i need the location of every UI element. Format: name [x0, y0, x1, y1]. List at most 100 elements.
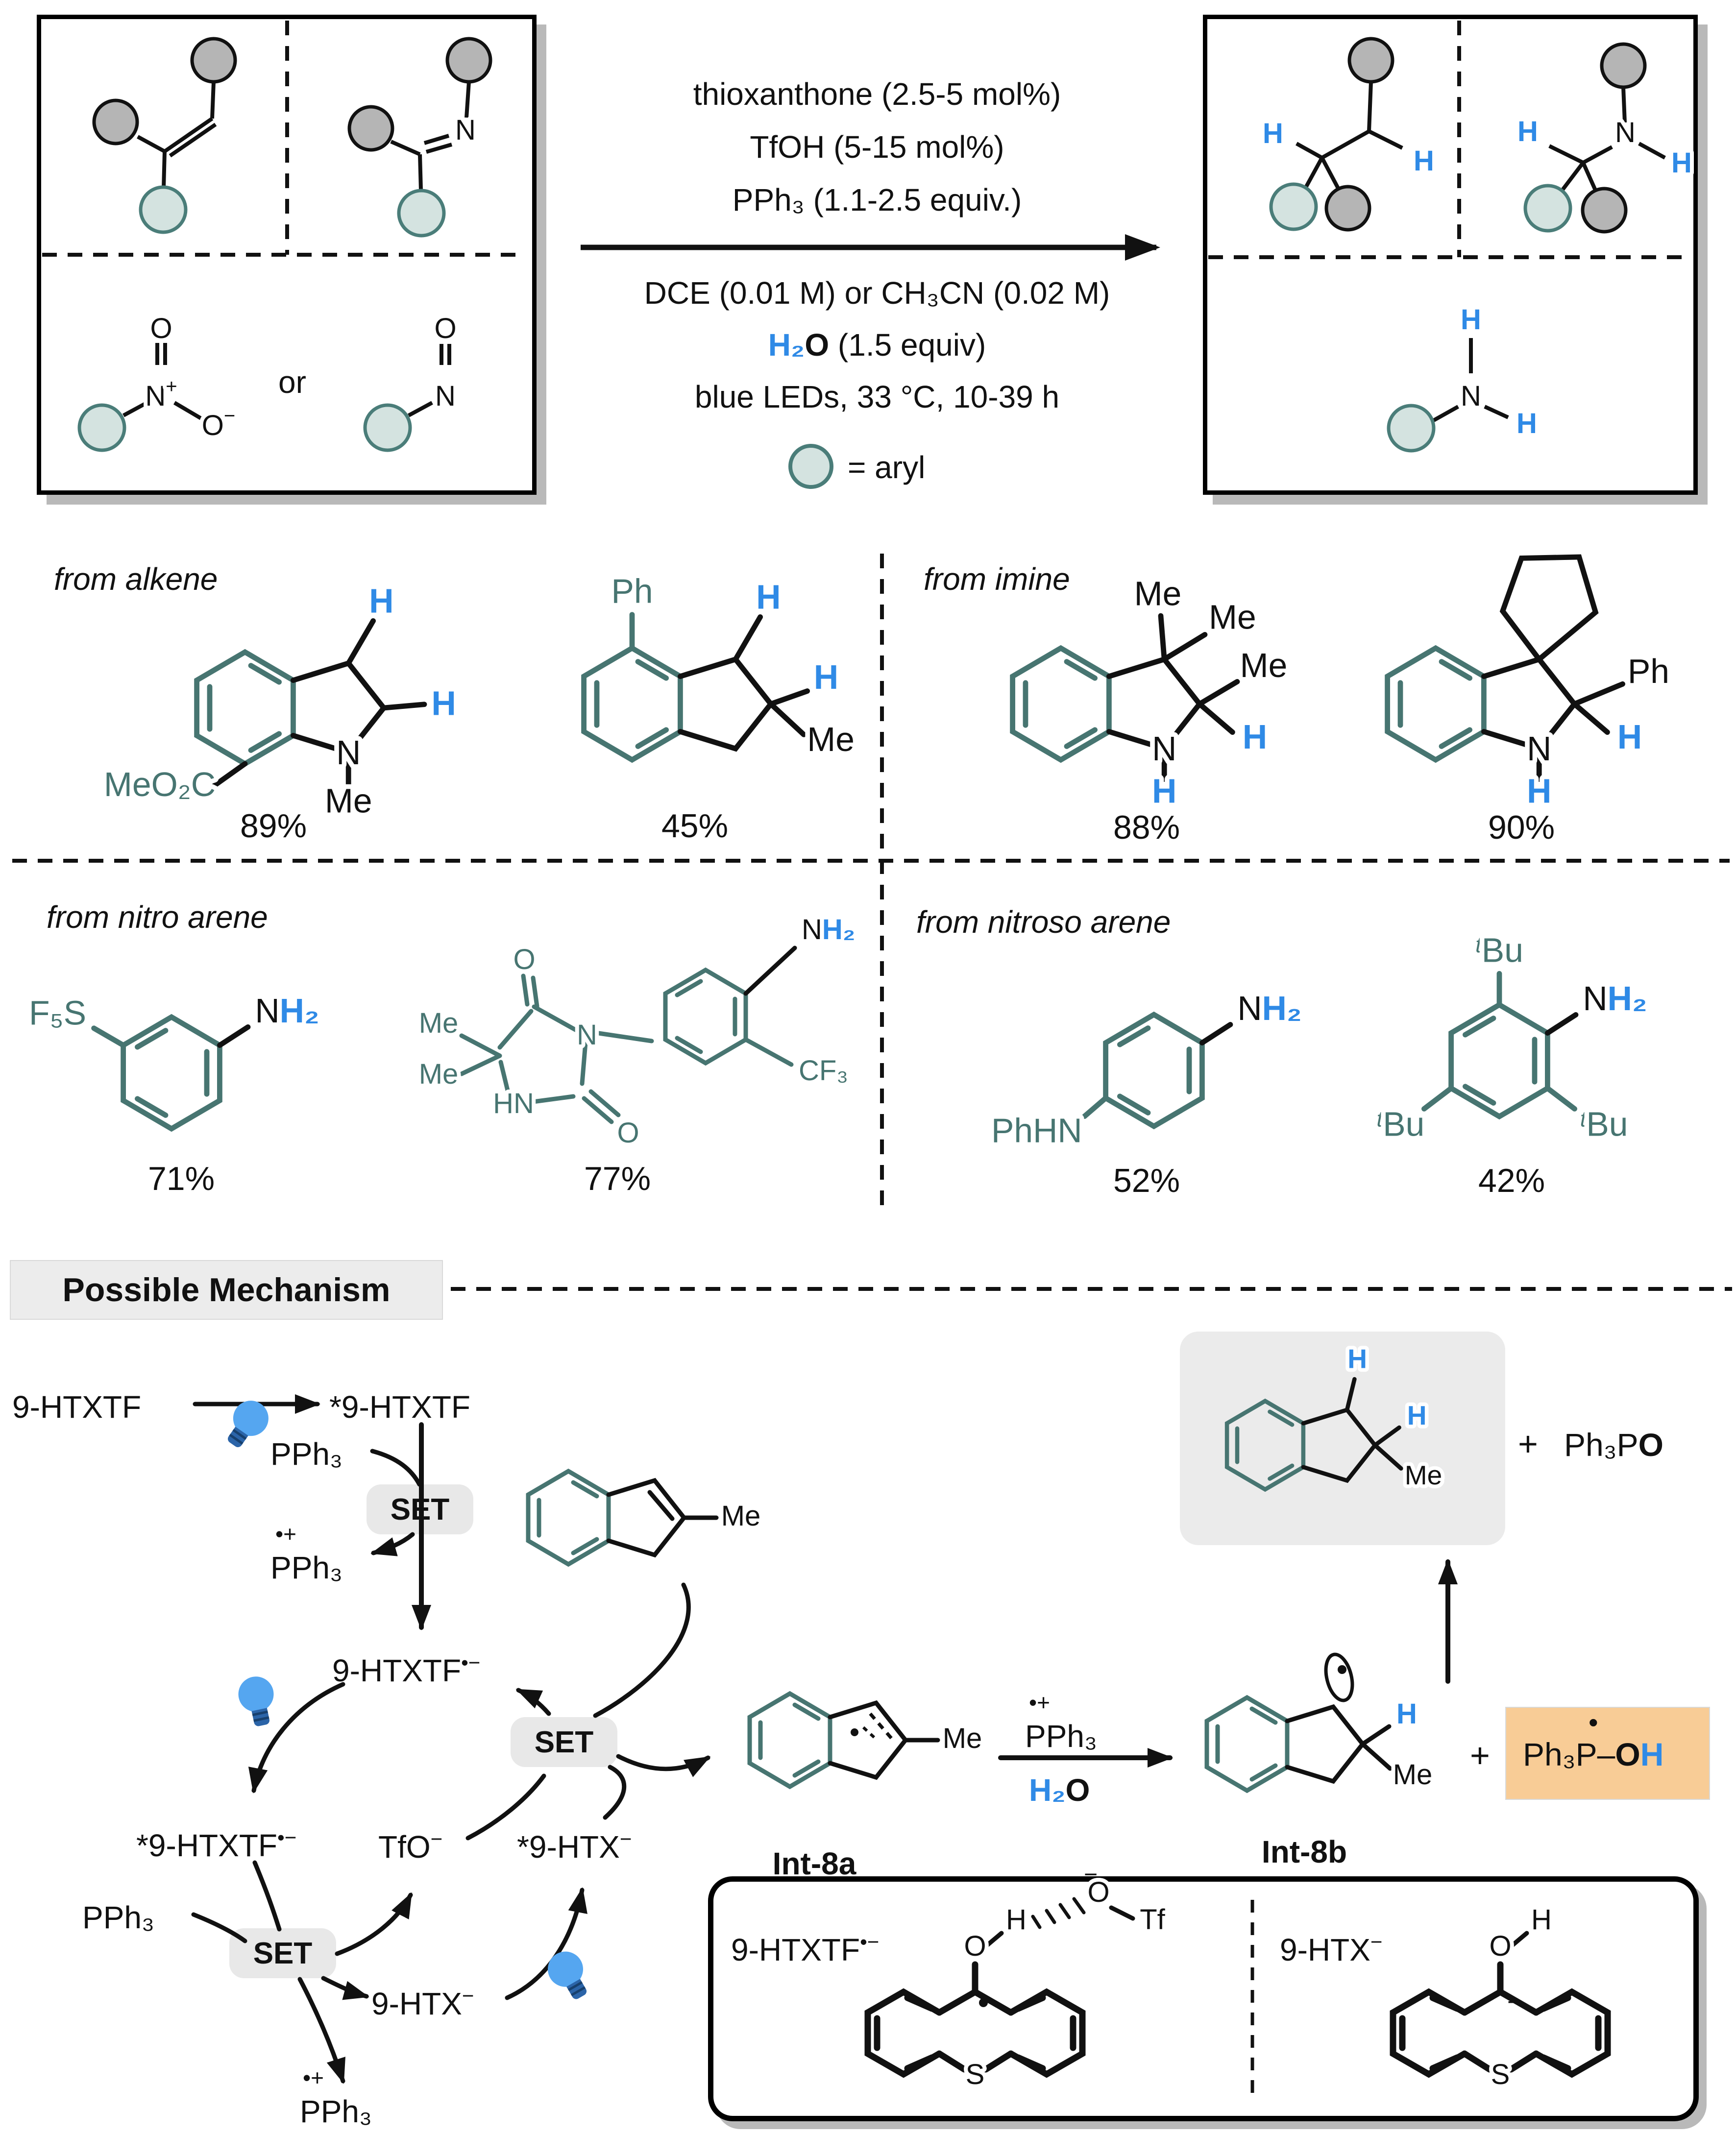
label-9htxtf-excited-radical-anion: *9-HTXTF•−	[136, 1826, 297, 1863]
svg-text:H: H	[1517, 116, 1538, 147]
arrow-set2-to-tfo	[335, 1892, 413, 1956]
svg-text:PhHN: PhHN	[991, 1111, 1082, 1149]
label-tfo-anion: TfO−	[378, 1827, 443, 1865]
arrow-set3-to-radical-anion	[515, 1688, 551, 1716]
svg-text:N: N	[1461, 380, 1481, 412]
label-9htx-excited-anion: *9-HTX−	[517, 1827, 632, 1865]
svg-text:H: H	[1152, 772, 1176, 810]
phosphinoyl-radical-box	[1505, 1707, 1710, 1800]
conditions-line-5: H₂O (1.5 equiv)	[768, 329, 986, 361]
svg-text:N: N	[435, 380, 456, 412]
label-plus-ph3po: +	[1518, 1425, 1538, 1463]
curve-pph3-into-set2	[191, 1912, 247, 1943]
structure-int-8a: Me	[750, 1694, 986, 1787]
arrow-radanion-to-excited-radanion	[248, 1682, 345, 1794]
svg-text:NH₂: NH₂	[802, 914, 856, 946]
label-int-8a: Int-8a	[772, 1846, 856, 1881]
svg-text:N: N	[455, 114, 476, 146]
label-box-9htx-anion: 9-HTX−	[1280, 1930, 1383, 1967]
svg-text:N: N	[1615, 117, 1636, 148]
svg-text:S: S	[1491, 2059, 1510, 2090]
svg-text:H: H	[1414, 145, 1434, 177]
label-pph3-top: PPh₃	[270, 1436, 343, 1472]
product-highlight-box	[1180, 1332, 1505, 1545]
svg-text:−: −	[1507, 1988, 1522, 2016]
structure-9htx-anion: S O − H	[1390, 1900, 1611, 2094]
svg-text:O: O	[434, 313, 456, 344]
svg-text:H: H	[369, 582, 393, 620]
svg-text:tBu: tBu	[1475, 931, 1523, 969]
curve-excited-radanion-into-set2	[252, 1860, 282, 1932]
svg-text:O: O	[1087, 1876, 1109, 1908]
label-9htx-anion: 9-HTX−	[371, 1984, 474, 2021]
lightbulb-icon-3	[541, 1945, 597, 2005]
yield-6: 77%	[584, 1160, 651, 1197]
label-int-8b: Int-8b	[1261, 1834, 1347, 1869]
svg-text:HN: HN	[493, 1088, 534, 1119]
svg-text:S: S	[966, 2059, 985, 2090]
curve-pph3-into-set1	[370, 1449, 422, 1487]
set-badge-2: SET	[229, 1928, 336, 1978]
yield-5: 71%	[147, 1160, 215, 1197]
svg-text:F₅S: F₅S	[29, 994, 86, 1032]
svg-text:Me: Me	[419, 1007, 459, 1039]
structure-2-methylindane-product: H H Me	[1227, 1340, 1446, 1494]
label-9htxtf-excited: *9-HTXTF	[329, 1389, 470, 1425]
structure-int-8b: H Me	[1207, 1652, 1436, 1794]
svg-text:H: H	[1516, 408, 1537, 439]
svg-text:O: O	[513, 944, 535, 975]
scope-title-nitroso: from nitroso arene	[916, 904, 1171, 940]
curve-tfo-toward-set3	[465, 1773, 546, 1841]
label-ph3po: Ph₃PO	[1564, 1427, 1663, 1463]
p-radical-dot: •	[1589, 1707, 1598, 1738]
h2o-rest: (1.5 equiv)	[829, 327, 986, 363]
label-h2o-mech: H₂O	[1029, 1772, 1090, 1808]
arrow-set2-to-htx-anion	[321, 1976, 369, 2000]
curve-indene-into-set3	[593, 1582, 691, 1718]
molecule-spiro-indoline: Ph H N H	[1388, 554, 1674, 815]
svg-text:N: N	[1152, 729, 1176, 768]
svg-text:H: H	[1527, 772, 1551, 810]
svg-text:H: H	[1243, 718, 1267, 756]
structure-9htxtf-radical-anion: S O H O − Tf	[864, 1862, 1170, 2094]
conditions-line-4: DCE (0.01 M) or CH₃CN (0.02 M)	[644, 275, 1110, 311]
svg-text:Me: Me	[1393, 1759, 1433, 1791]
yield-7: 52%	[1113, 1162, 1180, 1199]
alkane-product-schematic	[1296, 81, 1403, 191]
molecule-phenylamino-aniline: NH₂ PhHN	[986, 984, 1306, 1154]
svg-text:Me: Me	[325, 782, 372, 820]
aryl-legend-text: = aryl	[848, 450, 926, 485]
arrow-set2-to-pph3-cation-bottom	[297, 1977, 345, 2084]
svg-text:NH₂: NH₂	[1237, 989, 1301, 1027]
svg-text:H: H	[756, 578, 781, 616]
svg-text:O−: O−	[202, 405, 235, 441]
label-radical-plus-3: •+	[1029, 1690, 1050, 1715]
svg-text:N: N	[577, 1019, 597, 1051]
label-pph3-radical-cation-1: PPh₃	[270, 1550, 343, 1585]
svg-text:NH₂: NH₂	[255, 992, 319, 1030]
arrow-set1-to-pph3-cation	[370, 1532, 415, 1556]
molecule-phenyl-methylindane: Ph H H Me	[584, 567, 859, 763]
molecule-tritertbutyl-aniline: NH₂ tBu tBu tBu	[1372, 926, 1652, 1148]
svg-text:N+: N+	[145, 376, 177, 412]
conditions-line-1: thioxanthone (2.5-5 mol%)	[693, 76, 1061, 112]
svg-text:O: O	[150, 313, 172, 344]
svg-text:tBu: tBu	[1580, 1105, 1628, 1143]
svg-text:H: H	[1263, 118, 1283, 149]
photocatalyst-structures-box	[708, 1876, 1699, 2121]
aniline-product-schematic	[1433, 338, 1509, 422]
label-plus-int8b: +	[1470, 1736, 1490, 1774]
yield-1: 89%	[240, 807, 307, 845]
svg-text:−: −	[1084, 1862, 1098, 1888]
svg-text:H: H	[1006, 1904, 1027, 1936]
svg-text:Me: Me	[1134, 574, 1182, 612]
svg-text:H: H	[1461, 304, 1481, 336]
molecule-hydantoin-aniline: O O Me Me N HN NH₂ CF₃	[415, 910, 859, 1153]
svg-text:H: H	[1671, 147, 1692, 179]
yield-2: 45%	[661, 807, 729, 845]
nitroso-group-schematic	[408, 344, 451, 417]
svg-text:NH₂: NH₂	[1583, 979, 1647, 1018]
label-9htxtf: 9-HTXTF	[12, 1389, 142, 1425]
svg-text:H: H	[1347, 1343, 1367, 1374]
